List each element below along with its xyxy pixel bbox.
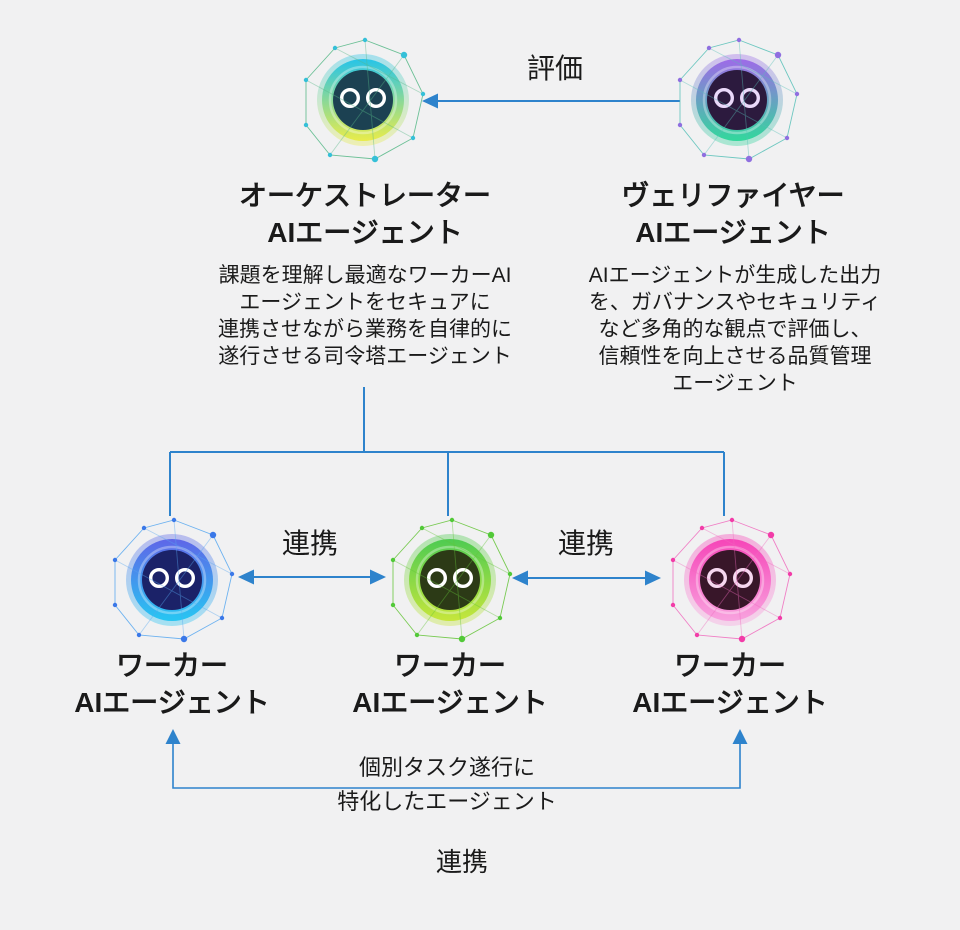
agent-eye-right (365, 87, 387, 109)
orchestrator-title: オーケストレーター AIエージェント (238, 180, 491, 248)
agent-mesh-nodes (112, 517, 235, 643)
worker-right-title: ワーカー AIエージェント (632, 650, 828, 718)
agent-robot-icon (303, 37, 426, 163)
verifier-title: ヴェリファイヤー AIエージェント (621, 180, 845, 248)
agent-face (142, 550, 202, 610)
agent-mesh-nodes (670, 517, 793, 643)
agent-rim (702, 65, 772, 135)
orchestrator-description: 課題を理解し最適なワーカーAI エージェントをセキュアに 連携させながら業務を自… (218, 264, 512, 368)
agent-rim (695, 545, 765, 615)
agent-robot-icon (390, 517, 513, 643)
collaboration-label-left: 連携 (281, 528, 338, 559)
worker-left-agent-icon (107, 515, 237, 645)
orchestrator-agent-icon (298, 35, 428, 165)
verifier-description: AIエージェントが生成した出力 を、ガバナンスやセキュリティ など多角的な観点で… (588, 264, 882, 395)
agent-robot-icon (670, 517, 793, 643)
arrow-heads (165, 93, 748, 744)
verifier-agent-icon (672, 35, 802, 165)
connector-lines (169, 100, 741, 789)
agent-eye-right (739, 87, 761, 109)
agent-eye-left (340, 87, 361, 109)
agent-wireframe (305, 39, 424, 160)
worker-right-agent-icon (665, 515, 795, 645)
agent-eye-right (732, 567, 754, 589)
worker-center-title: ワーカー AIエージェント (352, 650, 548, 718)
evaluation-arrowhead-icon (422, 93, 438, 109)
bottom-note: 個別タスク遂行に 特化したエージェント (337, 755, 557, 814)
agent-rim (328, 65, 398, 135)
agent-rim (415, 545, 485, 615)
agent-wireframe (392, 519, 511, 640)
agent-mesh-nodes (677, 37, 800, 163)
worker-center-agent-icon (385, 515, 515, 645)
bottom-collaboration-bracket-line (172, 737, 741, 789)
collaboration-label-right: 連携 (557, 528, 614, 559)
agent-wireframe (672, 519, 791, 640)
agent-eye-right (452, 567, 474, 589)
collaboration-label-bottom: 連携 (435, 847, 488, 877)
agent-robot-icon (112, 517, 235, 643)
bottom-arrowhead-up-left-icon (165, 729, 181, 744)
bottom-arrowhead-up-right-icon (732, 729, 748, 744)
agent-eye-right (174, 567, 196, 589)
collab-left-arrowhead-east-icon (370, 569, 386, 585)
orchestrator-workers-tree-line (169, 387, 725, 516)
agent-face (700, 550, 760, 610)
agent-wireframe (114, 519, 233, 640)
collab-right-arrowhead-east-icon (645, 570, 661, 586)
evaluation-arrow-label: 評価 (526, 53, 583, 84)
collab-left-arrowhead-west-icon (238, 569, 254, 585)
agent-mesh-nodes (390, 517, 513, 643)
agent-wireframe (679, 39, 798, 160)
collab-right-arrowhead-west-icon (512, 570, 528, 586)
agent-mesh-nodes (303, 37, 426, 163)
agent-eye-left (707, 567, 728, 589)
agent-eye-left (427, 567, 448, 589)
agent-eye-left (149, 567, 170, 589)
agent-face (707, 70, 767, 130)
agent-robot-icon (677, 37, 800, 163)
agent-face (420, 550, 480, 610)
agent-rim (137, 545, 207, 615)
agent-eye-left (714, 87, 735, 109)
agent-face (333, 70, 393, 130)
worker-left-title: ワーカー AIエージェント (74, 650, 270, 718)
